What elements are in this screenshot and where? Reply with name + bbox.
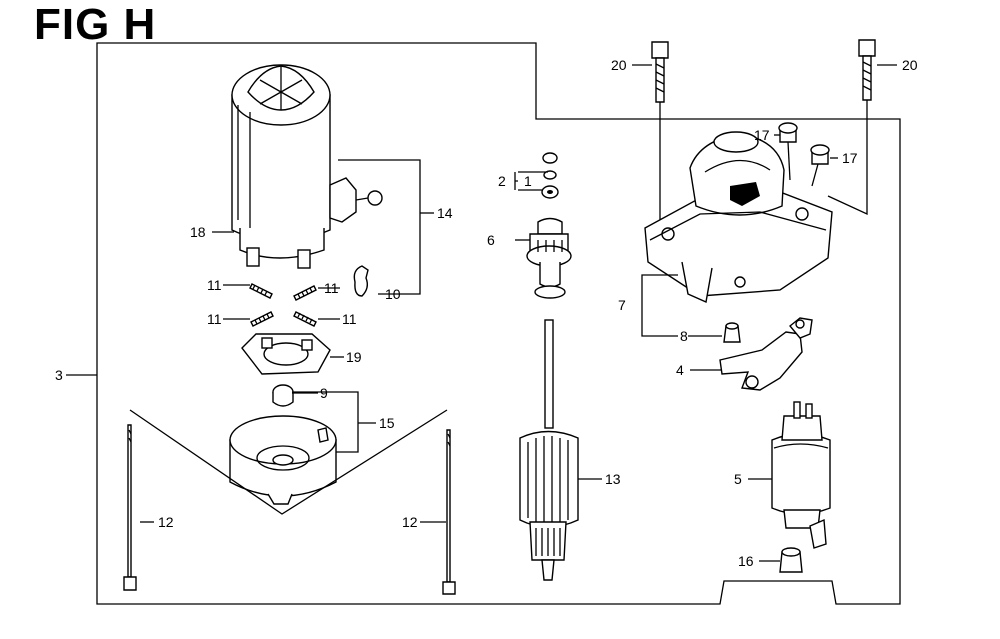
solenoid-5 — [771, 401, 831, 549]
part-10-clip — [353, 265, 369, 297]
callout-12-left: 12 — [158, 514, 174, 530]
callout-leaders — [66, 64, 897, 562]
drive-pinion-6 — [526, 217, 572, 299]
cap-16 — [779, 547, 803, 573]
figure-title: FIG H — [34, 0, 157, 49]
assembly-boundary — [96, 42, 901, 605]
callout-5: 5 — [734, 471, 742, 487]
callout-2: 2 — [498, 173, 506, 189]
callout-14: 14 — [437, 205, 453, 221]
callout-11-d: 11 — [342, 311, 357, 327]
armature-13 — [519, 319, 579, 581]
callout-11-b: 11 — [324, 280, 339, 296]
screws-17 — [778, 122, 830, 165]
callout-16: 16 — [738, 553, 754, 569]
callout-20-left: 20 — [611, 57, 627, 73]
callout-labels: 20 20 17 17 2 1 6 3 18 14 11 11 11 11 10… — [55, 57, 918, 569]
callout-6: 6 — [487, 232, 495, 248]
callout-4: 4 — [676, 362, 684, 378]
callout-10: 10 — [385, 286, 401, 302]
bracket-14 — [338, 159, 421, 295]
callout-13: 13 — [605, 471, 621, 487]
bolts-20 — [651, 39, 876, 103]
bracket-15 — [292, 391, 359, 453]
front-housing-7 — [644, 131, 833, 304]
callout-17-upper: 17 — [754, 127, 770, 143]
lever-4 — [719, 317, 813, 391]
springs-11 — [249, 283, 317, 327]
callout-15: 15 — [379, 415, 395, 431]
callout-12-right: 12 — [402, 514, 418, 530]
bracket-2 — [514, 171, 548, 191]
bracket-7 — [641, 274, 678, 337]
callout-11-c: 11 — [207, 311, 222, 327]
callout-1: 1 — [524, 173, 532, 189]
bolt-leader-right — [827, 100, 868, 216]
callout-8: 8 — [680, 328, 688, 344]
callout-11-a: 11 — [207, 277, 222, 293]
motor-yoke — [231, 64, 383, 269]
brush-holder-19 — [241, 333, 331, 375]
bushing-9 — [272, 384, 294, 407]
callout-7: 7 — [618, 297, 626, 313]
callout-9: 9 — [320, 385, 328, 401]
through-bolts-12 — [123, 409, 456, 595]
hardware-1-2 — [541, 152, 559, 199]
cap-8 — [723, 322, 741, 343]
callout-19: 19 — [346, 349, 362, 365]
leader-17b — [811, 163, 819, 187]
callout-18: 18 — [190, 224, 206, 240]
callout-3: 3 — [55, 367, 63, 383]
leader-17a — [787, 141, 791, 181]
rear-cover-15 — [229, 415, 337, 505]
callout-17-lower: 17 — [842, 150, 858, 166]
callout-20-right: 20 — [902, 57, 918, 73]
